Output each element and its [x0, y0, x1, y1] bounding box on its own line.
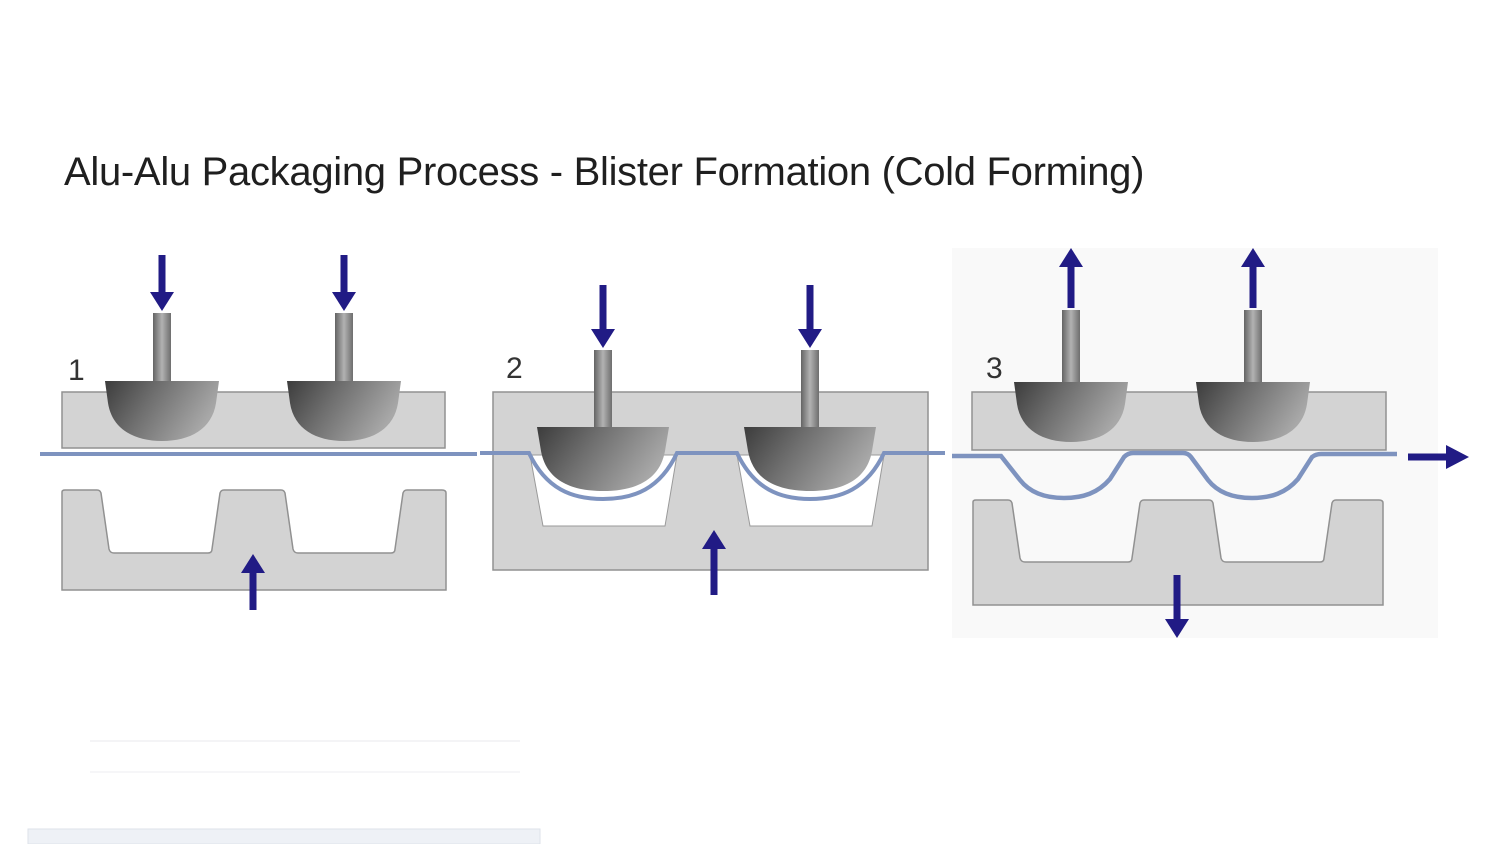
- arrow-head: [1059, 248, 1083, 267]
- arrow-head: [702, 530, 726, 549]
- down-arrow-icon: [1165, 575, 1189, 638]
- punch-right: [744, 350, 876, 491]
- foil-web-formed: [480, 451, 945, 502]
- arrow-head: [798, 329, 822, 348]
- punch-right: [287, 313, 401, 441]
- faint-line: [90, 771, 520, 773]
- punch-right: [1196, 310, 1310, 442]
- punch-head: [1196, 382, 1310, 442]
- arrow-shaft: [1249, 267, 1257, 308]
- arrow-shaft: [249, 573, 257, 610]
- down-arrow-icon: [332, 255, 356, 311]
- stage-3: 3: [952, 248, 1469, 638]
- punch-head: [105, 381, 219, 441]
- punch-stem: [1244, 310, 1262, 386]
- arrow-head: [241, 554, 265, 573]
- arrow-head: [150, 292, 174, 311]
- down-arrow-icon: [798, 285, 822, 348]
- stage-2-label: 2: [506, 352, 523, 385]
- arrow-shaft: [1408, 453, 1446, 461]
- right-arrow-icon: [1408, 445, 1469, 469]
- stage-1-label: 1: [68, 354, 85, 387]
- punch-left: [105, 313, 219, 441]
- arrow-shaft: [1173, 575, 1181, 619]
- up-arrow-icon: [1241, 248, 1265, 308]
- arrow-head: [591, 329, 615, 348]
- stage-1: 1: [40, 255, 477, 610]
- up-arrow-icon: [241, 554, 265, 610]
- punch-head: [744, 427, 876, 491]
- up-arrow-icon: [1059, 248, 1083, 308]
- page-title: Alu-Alu Packaging Process - Blister Form…: [64, 150, 1145, 194]
- arrow-shaft: [1067, 267, 1075, 308]
- faint-line: [90, 740, 520, 742]
- punch-stem: [335, 313, 353, 385]
- arrow-head: [1446, 445, 1469, 469]
- arrow-shaft: [158, 255, 166, 292]
- stage-3-label: 3: [986, 352, 1003, 385]
- arrow-head: [1165, 619, 1189, 638]
- up-arrow-icon: [702, 530, 726, 595]
- punch-head: [287, 381, 401, 441]
- lower-die: [972, 499, 1384, 606]
- punch-stem: [594, 350, 612, 430]
- arrow-head: [1241, 248, 1265, 267]
- punch-stem: [801, 350, 819, 430]
- down-arrow-icon: [150, 255, 174, 311]
- lower-die: [61, 489, 447, 591]
- punch-left: [1014, 310, 1128, 442]
- arrow-shaft: [710, 549, 718, 595]
- arrow-shaft: [340, 255, 348, 292]
- down-arrow-icon: [591, 285, 615, 348]
- page-artifacts: [27, 740, 541, 844]
- arrow-head: [332, 292, 356, 311]
- punch-left: [537, 350, 669, 491]
- arrow-shaft: [599, 285, 607, 329]
- slide-edge-artifact: [27, 828, 541, 844]
- arrow-shaft: [806, 285, 814, 329]
- stage-2: 2: [480, 285, 945, 595]
- punch-head: [537, 427, 669, 491]
- punch-head: [1014, 382, 1128, 442]
- punch-stem: [153, 313, 171, 385]
- foil-web-blisters: [952, 450, 1397, 501]
- punch-stem: [1062, 310, 1080, 386]
